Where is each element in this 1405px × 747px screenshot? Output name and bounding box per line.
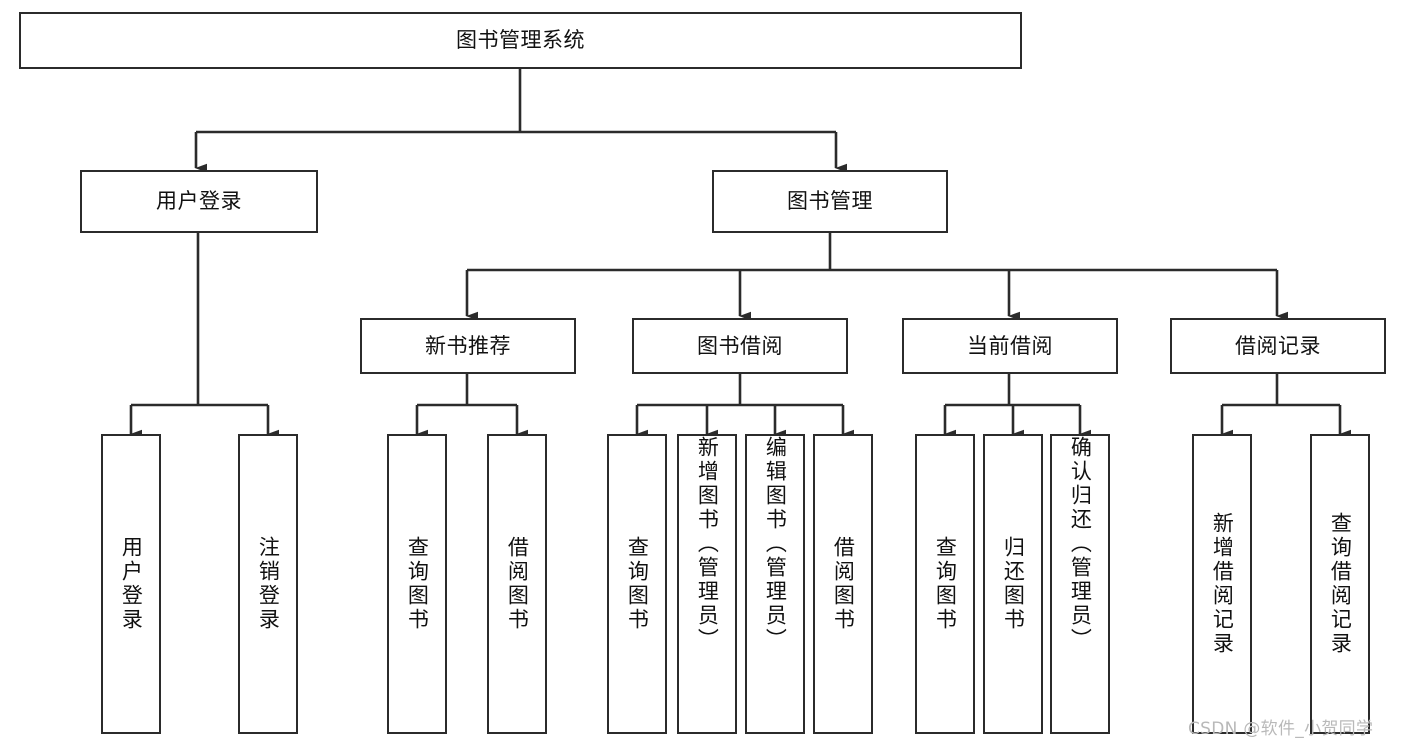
leaf-current-query-book-label: 查询图书 — [933, 536, 958, 632]
leaf-user-login-signout-label: 注销登录 — [256, 536, 281, 632]
leaf-current-query-book[interactable]: 查询图书 — [915, 434, 975, 734]
leaf-current-confirm-return-admin[interactable]: 确认归还（管理员） — [1050, 434, 1110, 734]
leaf-records-query-record[interactable]: 查询借阅记录 — [1310, 434, 1370, 734]
node-borrow-records[interactable]: 借阅记录 — [1170, 318, 1386, 374]
leaf-borrow-query-book[interactable]: 查询图书 — [607, 434, 667, 734]
leaf-records-query-record-label: 查询借阅记录 — [1328, 512, 1353, 656]
leaf-borrow-add-book-admin[interactable]: 新增图书（管理员） — [677, 434, 737, 734]
leaf-borrow-edit-book-admin-label: 编辑图书（管理员） — [763, 436, 788, 652]
node-root[interactable]: 图书管理系统 — [19, 12, 1022, 69]
leaf-new-book-query[interactable]: 查询图书 — [387, 434, 447, 734]
leaf-records-add-record-label: 新增借阅记录 — [1210, 512, 1235, 656]
node-new-book-recommend[interactable]: 新书推荐 — [360, 318, 576, 374]
node-book-borrow[interactable]: 图书借阅 — [632, 318, 848, 374]
leaf-current-return-book-label: 归还图书 — [1001, 536, 1026, 632]
node-book-management-label: 图书管理 — [787, 189, 873, 214]
node-borrow-records-label: 借阅记录 — [1235, 333, 1321, 358]
leaf-borrow-borrow-book[interactable]: 借阅图书 — [813, 434, 873, 734]
node-user-login-label: 用户登录 — [156, 189, 242, 214]
leaf-borrow-borrow-book-label: 借阅图书 — [831, 536, 856, 632]
leaf-current-return-book[interactable]: 归还图书 — [983, 434, 1043, 734]
csdn-watermark: CSDN @软件_小贺同学 — [1188, 719, 1374, 739]
node-new-book-recommend-label: 新书推荐 — [425, 333, 511, 358]
node-current-borrow-label: 当前借阅 — [967, 333, 1053, 358]
leaf-current-confirm-return-admin-label: 确认归还（管理员） — [1068, 436, 1093, 652]
leaf-borrow-edit-book-admin[interactable]: 编辑图书（管理员） — [745, 434, 805, 734]
node-book-management[interactable]: 图书管理 — [712, 170, 948, 233]
leaf-user-login-signin-label: 用户登录 — [119, 536, 144, 632]
leaf-new-book-borrow[interactable]: 借阅图书 — [487, 434, 547, 734]
leaf-user-login-signout[interactable]: 注销登录 — [238, 434, 298, 734]
leaf-user-login-signin[interactable]: 用户登录 — [101, 434, 161, 734]
leaf-records-add-record[interactable]: 新增借阅记录 — [1192, 434, 1252, 734]
leaf-borrow-query-book-label: 查询图书 — [625, 536, 650, 632]
leaf-new-book-borrow-label: 借阅图书 — [505, 536, 530, 632]
node-root-label: 图书管理系统 — [456, 28, 585, 53]
node-user-login[interactable]: 用户登录 — [80, 170, 318, 233]
leaf-new-book-query-label: 查询图书 — [405, 536, 430, 632]
node-book-borrow-label: 图书借阅 — [697, 333, 783, 358]
node-current-borrow[interactable]: 当前借阅 — [902, 318, 1118, 374]
leaf-borrow-add-book-admin-label: 新增图书（管理员） — [695, 436, 720, 652]
